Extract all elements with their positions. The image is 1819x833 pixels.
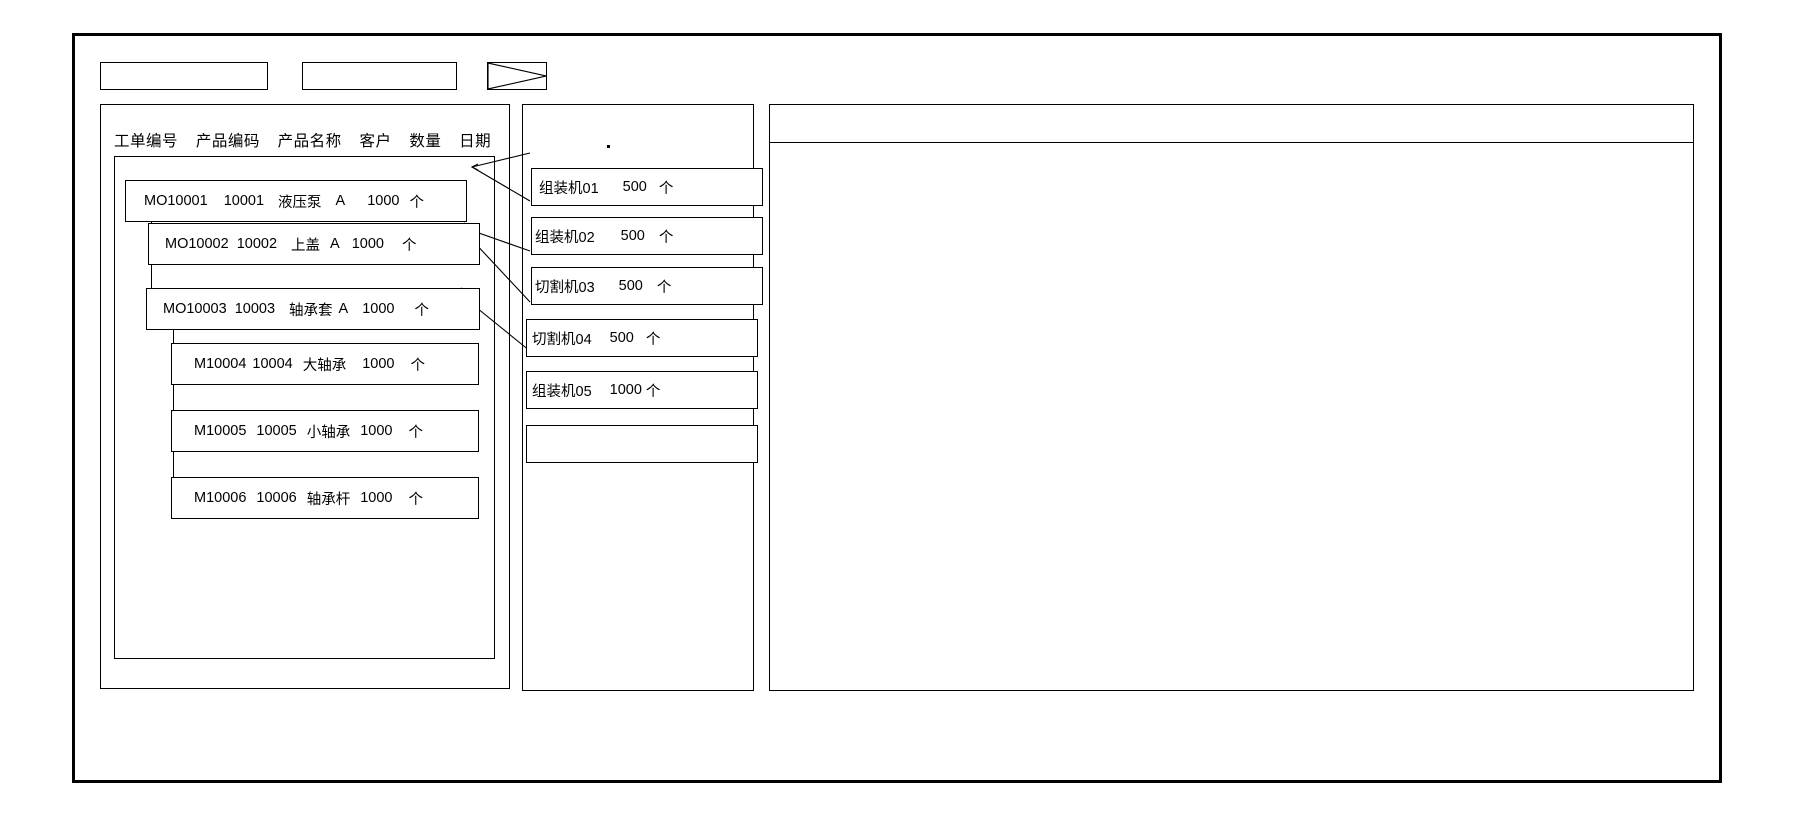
table-row[interactable]: M10005 10005 小轴承 1000 个 bbox=[171, 410, 479, 452]
toolbar-field-2[interactable] bbox=[302, 62, 457, 90]
cell-product-name: 轴承杆 bbox=[306, 491, 351, 508]
cell-product-code: 10006 bbox=[256, 490, 297, 506]
work-order-panel: 工单编号 产品编码 产品名称 客户 数量 日期 MO10001 10001 液压… bbox=[100, 104, 510, 689]
machine-quantity: 500 bbox=[618, 278, 643, 294]
cell-unit: 个 bbox=[414, 302, 429, 319]
cell-product-name: 轴承套 bbox=[289, 302, 333, 319]
detail-panel-header bbox=[770, 105, 1693, 143]
column-header-product-code: 产品编码 bbox=[195, 133, 260, 150]
list-item[interactable]: 切割机04 500 个 bbox=[526, 319, 758, 357]
cell-customer: A bbox=[335, 193, 346, 209]
table-row[interactable]: MO10002 10002 上盖 A 1000 个 bbox=[148, 223, 480, 265]
machine-schedule-panel: 组装机01 500 个 组装机02 500 个 切割机03 500 个 切割机0… bbox=[522, 104, 763, 691]
cell-order-no: MO10001 bbox=[144, 193, 208, 209]
machine-name: 组装机05 bbox=[532, 383, 592, 400]
cell-product-code: 10005 bbox=[256, 423, 297, 439]
cell-unit: 个 bbox=[409, 194, 424, 211]
list-item[interactable]: 组装机02 500 个 bbox=[531, 217, 763, 255]
cell-unit: 个 bbox=[408, 424, 424, 441]
machine-unit: 个 bbox=[658, 180, 674, 197]
application-window: 工单编号 产品编码 产品名称 客户 数量 日期 MO10001 10001 液压… bbox=[72, 33, 1722, 783]
cell-order-no: M10004 bbox=[194, 356, 247, 372]
cell-product-code: 10004 bbox=[252, 356, 293, 372]
machine-name: 切割机03 bbox=[535, 279, 595, 296]
cell-product-name: 上盖 bbox=[291, 237, 321, 254]
machine-quantity: 500 bbox=[620, 228, 645, 244]
cell-order-no: M10005 bbox=[194, 423, 247, 439]
list-item[interactable]: 切割机03 500 个 bbox=[531, 267, 763, 305]
machine-unit: 个 bbox=[645, 383, 661, 400]
cell-quantity: 1000 bbox=[367, 193, 400, 209]
cell-quantity: 1000 bbox=[351, 236, 384, 252]
column-header-row: 工单编号 产品编码 产品名称 客户 数量 日期 bbox=[114, 129, 491, 151]
column-header-order-no: 工单编号 bbox=[114, 133, 179, 150]
cell-product-name: 大轴承 bbox=[302, 357, 347, 374]
machine-unit: 个 bbox=[645, 331, 661, 348]
cell-product-name: 液压泵 bbox=[278, 194, 322, 211]
detail-panel-body[interactable] bbox=[770, 143, 1693, 690]
cell-customer: A bbox=[330, 236, 340, 252]
cell-quantity: 1000 bbox=[360, 423, 393, 439]
table-row[interactable]: MO10001 10001 液压泵 A 1000 个 bbox=[125, 180, 467, 222]
column-header-date: 日期 bbox=[459, 133, 492, 150]
work-order-tree-container: MO10001 10001 液压泵 A 1000 个 MO10002 10002… bbox=[114, 156, 495, 659]
cell-unit: 个 bbox=[410, 357, 426, 374]
dot-marker bbox=[607, 145, 610, 148]
toolbar-field-1[interactable] bbox=[100, 62, 268, 90]
list-item[interactable] bbox=[526, 425, 758, 463]
machine-unit: 个 bbox=[658, 229, 674, 246]
machine-name: 切割机04 bbox=[532, 331, 592, 348]
detail-panel bbox=[769, 104, 1694, 691]
table-row[interactable]: MO10003 10003 轴承套 A 1000 个 bbox=[146, 288, 480, 330]
machine-quantity: 500 bbox=[622, 179, 647, 195]
column-header-product-name: 产品名称 bbox=[277, 133, 342, 150]
cell-quantity: 1000 bbox=[362, 301, 395, 317]
tree-elbow-level2 bbox=[173, 309, 193, 498]
x-cross-icon[interactable] bbox=[487, 62, 547, 90]
machine-quantity: 1000 bbox=[609, 382, 642, 398]
cell-product-code: 10003 bbox=[234, 301, 276, 317]
column-header-customer: 客户 bbox=[359, 133, 392, 150]
machine-name: 组装机01 bbox=[539, 180, 599, 197]
cell-quantity: 1000 bbox=[362, 356, 395, 372]
cell-product-name: 小轴承 bbox=[306, 424, 351, 441]
cell-order-no: MO10003 bbox=[163, 301, 227, 317]
machine-quantity: 500 bbox=[609, 330, 634, 346]
cell-customer: A bbox=[338, 301, 349, 317]
machine-name: 组装机02 bbox=[535, 229, 595, 246]
cell-quantity: 1000 bbox=[360, 490, 393, 506]
machine-unit: 个 bbox=[656, 279, 672, 296]
list-item[interactable]: 组装机01 500 个 bbox=[531, 168, 763, 206]
cell-order-no: M10006 bbox=[194, 490, 247, 506]
toolbar bbox=[100, 62, 547, 90]
cell-unit: 个 bbox=[408, 491, 424, 508]
table-row[interactable]: M10004 10004 大轴承 1000 个 bbox=[171, 343, 479, 385]
cell-product-code: 10001 bbox=[223, 193, 265, 209]
table-row[interactable]: M10006 10006 轴承杆 1000 个 bbox=[171, 477, 479, 519]
cell-unit: 个 bbox=[401, 237, 417, 254]
list-item[interactable]: 组装机05 1000 个 bbox=[526, 371, 758, 409]
column-header-quantity: 数量 bbox=[409, 133, 442, 150]
cell-order-no: MO10002 bbox=[165, 236, 229, 252]
cell-product-code: 10002 bbox=[236, 236, 278, 252]
